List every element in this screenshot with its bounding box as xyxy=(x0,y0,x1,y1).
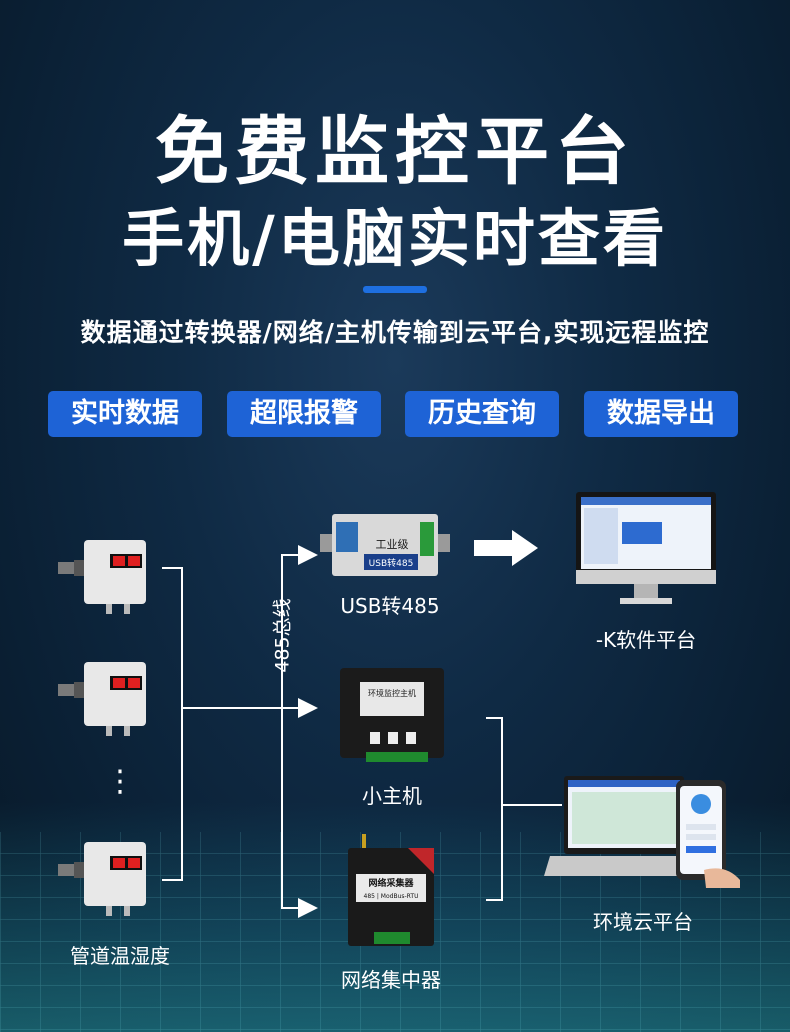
usb-face-text: 工业级 xyxy=(376,538,409,551)
tag-history-query: 历史查询 xyxy=(405,391,559,437)
usb-model-text: USB转485 xyxy=(369,557,414,569)
main-title: 免费监控平台 xyxy=(155,109,635,195)
gateway-face-title: 网络采集器 xyxy=(368,877,414,889)
cloud-platform-label: 环境云平台 xyxy=(593,910,693,934)
sensor-label: 管道温湿度 xyxy=(70,944,170,968)
network-gateway-label: 网络集中器 xyxy=(341,968,441,992)
pc-monitor xyxy=(576,492,716,608)
pc-platform-label: -K软件平台 xyxy=(595,628,697,652)
tag-realtime-data: 实时数据 xyxy=(48,391,202,437)
description-text: 数据通过转换器/网络/主机传输到云平台,实现远程监控 xyxy=(80,318,710,347)
host-screen-title: 环境监控主机 xyxy=(368,688,416,698)
bus-label: 485总线 xyxy=(271,598,294,673)
usb-485-converter: USB转485 工业级 xyxy=(320,508,450,580)
main-subtitle: 手机/电脑实时查看 xyxy=(122,202,668,275)
laptop-phone xyxy=(544,776,740,888)
network-gateway-device: 网络采集器 485 | ModBus-RTU xyxy=(348,834,434,952)
small-host-device: 环境监控主机 xyxy=(340,668,444,764)
small-host-label: 小主机 xyxy=(362,784,422,808)
tag-over-limit-alarm: 超限报警 xyxy=(227,391,381,437)
tag-data-export: 数据导出 xyxy=(584,391,738,437)
more-sensors-ellipsis: ⋮ xyxy=(105,764,135,799)
pipe-sensor-3 xyxy=(58,838,150,918)
gateway-face-sub: 485 | ModBus-RTU xyxy=(364,893,419,900)
pipe-sensor-1 xyxy=(58,536,150,616)
title-divider xyxy=(363,286,427,293)
pipe-sensor-2 xyxy=(58,658,150,738)
usb-485-label: USB转485 xyxy=(340,594,440,618)
